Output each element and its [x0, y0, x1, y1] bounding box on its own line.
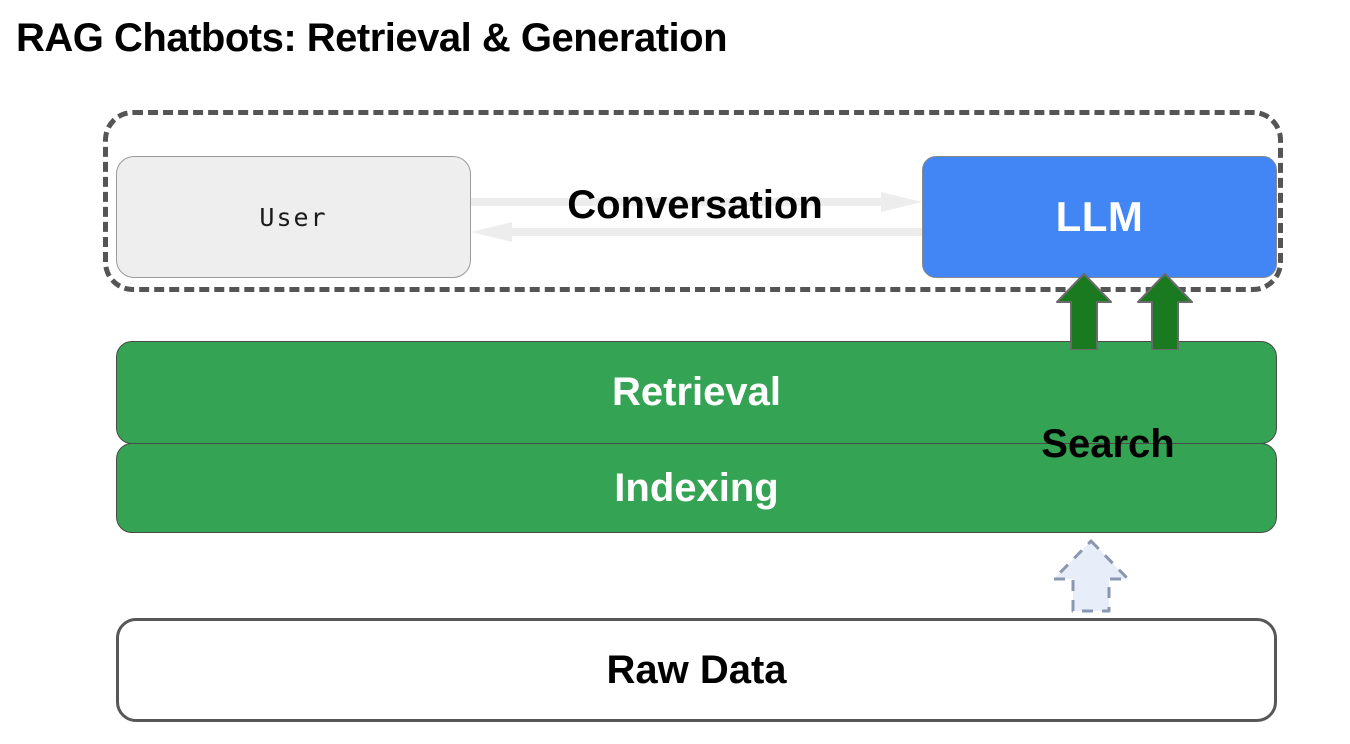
node-llm-label: LLM — [1055, 193, 1144, 240]
conversation-arrows — [471, 192, 922, 242]
node-raw-data-label: Raw Data — [606, 647, 787, 692]
page-title: RAG Chatbots: Retrieval & Generation — [16, 16, 728, 60]
search-connector-label: Search — [1041, 422, 1175, 466]
node-retrieval[interactable]: Retrieval — [116, 341, 1277, 444]
node-indexing[interactable]: Indexing — [116, 443, 1277, 533]
conversation-boundary-group — [103, 110, 1283, 292]
search-arrows-up-icon — [1056, 273, 1193, 350]
ingest-arrow-up-icon — [1052, 539, 1130, 613]
node-user-label: User — [259, 202, 328, 232]
node-retrieval-label: Retrieval — [612, 370, 781, 414]
conversation-edge-label: Conversation — [567, 183, 823, 227]
node-llm[interactable]: LLM — [922, 156, 1277, 278]
node-raw-data[interactable]: Raw Data — [116, 618, 1277, 722]
node-user[interactable]: User — [116, 156, 471, 278]
node-indexing-label: Indexing — [614, 465, 779, 510]
